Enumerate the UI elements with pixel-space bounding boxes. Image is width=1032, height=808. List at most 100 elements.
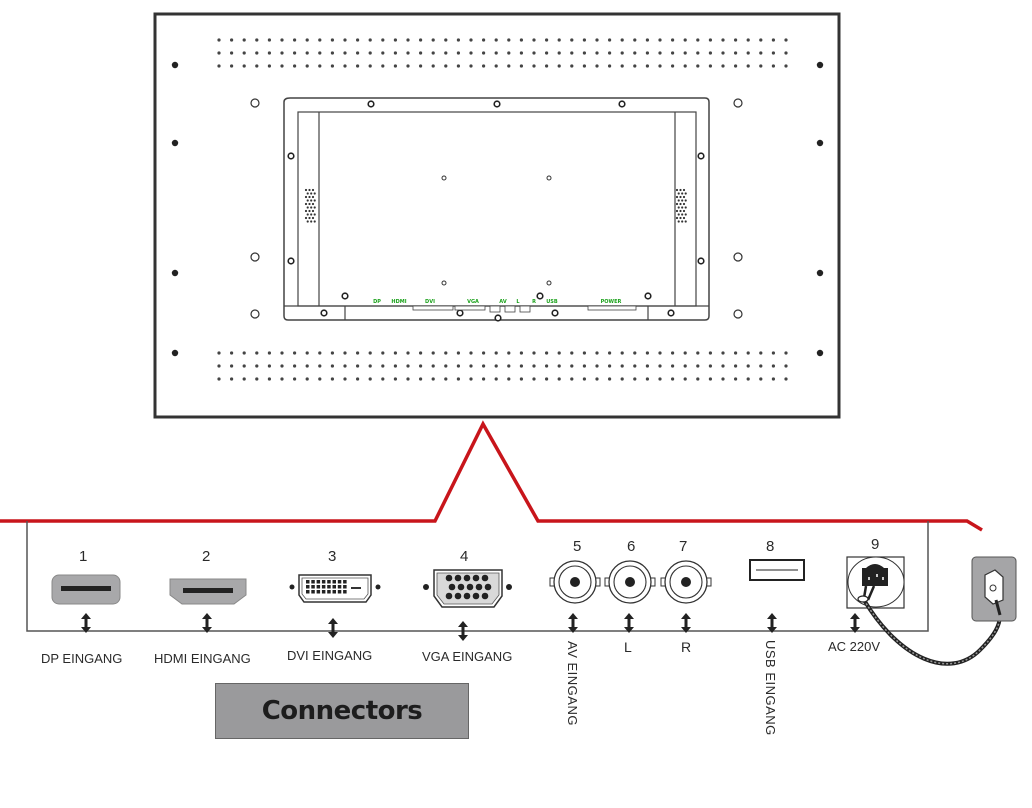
- screw: [456, 309, 464, 317]
- vent-hole: [343, 364, 347, 368]
- vent-hole: [620, 51, 624, 55]
- vent-hole: [406, 351, 410, 355]
- vent-hole: [482, 51, 486, 55]
- vent-hole: [419, 377, 423, 381]
- vent-hole: [595, 64, 599, 68]
- power-socket-icon: [846, 556, 905, 609]
- vent-hole: [633, 51, 637, 55]
- vent-hole: [280, 377, 284, 381]
- pin: [337, 590, 342, 594]
- vent-hole: [633, 364, 637, 368]
- vent-hole: [721, 377, 725, 381]
- vent-hole: [734, 351, 738, 355]
- speaker-hole: [313, 213, 316, 216]
- vent-hole: [431, 64, 435, 68]
- vent-hole: [393, 364, 397, 368]
- speaker-hole: [311, 188, 315, 192]
- vent-hole: [280, 51, 284, 55]
- vent-hole: [494, 51, 498, 55]
- pin: [343, 590, 347, 594]
- vent-hole: [771, 377, 776, 381]
- vent-hole: [343, 51, 347, 55]
- vent-hole: [545, 64, 549, 68]
- vent-hole: [532, 351, 536, 355]
- vent-hole: [494, 377, 498, 381]
- vent-hole: [456, 38, 460, 42]
- vent-hole: [507, 364, 511, 368]
- vent-hole: [507, 38, 511, 42]
- connector-label-r: R: [681, 639, 692, 655]
- speaker-hole: [311, 202, 315, 206]
- speaker-hole: [313, 220, 316, 223]
- screw: [287, 152, 295, 160]
- pin: [321, 580, 326, 584]
- vent-hole: [582, 377, 587, 381]
- speaker-hole: [677, 220, 680, 223]
- vent-hole: [419, 38, 423, 42]
- vent-hole: [368, 364, 372, 368]
- speaker-hole: [679, 209, 682, 213]
- screw: [287, 257, 295, 265]
- vent-hole: [482, 351, 486, 355]
- bnc-audio-right-icon: [660, 560, 712, 604]
- vent-hole: [658, 351, 662, 355]
- vent-hole: [419, 64, 423, 68]
- vent-hole: [620, 351, 624, 355]
- vent-hole: [469, 38, 473, 42]
- vent-hole: [230, 38, 234, 42]
- pin: [484, 583, 492, 591]
- vent-hole: [230, 64, 234, 68]
- vent-hole: [356, 38, 360, 42]
- speaker-hole: [681, 199, 684, 202]
- vent-hole: [645, 377, 650, 381]
- vent-hole: [230, 51, 234, 55]
- vent-hole: [368, 38, 372, 42]
- vent-hole: [507, 377, 511, 381]
- vent-hole: [406, 377, 410, 381]
- vent-hole: [381, 38, 385, 42]
- vent-hole: [242, 351, 246, 355]
- vent-hole: [494, 364, 498, 368]
- vent-hole: [645, 364, 650, 368]
- speaker-grille-left: [304, 188, 316, 223]
- double-arrow-icon: [681, 613, 691, 633]
- pin: [316, 580, 321, 584]
- vent-hole: [545, 364, 549, 368]
- vent-hole: [393, 51, 397, 55]
- speaker-hole: [675, 195, 679, 199]
- double-arrow-icon: [81, 613, 91, 633]
- vent-hole: [734, 364, 738, 368]
- highlight-callout-line: [0, 420, 983, 532]
- speaker-hole: [311, 216, 315, 220]
- vent-hole: [696, 377, 700, 381]
- vent-hole: [242, 364, 246, 368]
- double-arrow-icon: [624, 613, 634, 633]
- vent-hole: [557, 351, 561, 355]
- wall-outlet-icon: [971, 556, 1017, 622]
- connector-number-5: 5: [573, 538, 582, 555]
- vent-hole: [721, 51, 725, 55]
- vent-hole: [557, 38, 561, 42]
- vent-hole: [759, 64, 763, 68]
- screw: [367, 100, 375, 108]
- vent-hole: [293, 377, 297, 381]
- vent-hole: [507, 64, 511, 68]
- connector-number-1: 1: [79, 548, 88, 565]
- screw: [546, 175, 552, 181]
- vent-hole: [330, 51, 334, 55]
- vent-hole: [456, 377, 460, 381]
- mount-hole: [250, 252, 260, 262]
- vent-hole: [343, 64, 347, 68]
- vent-hole: [721, 38, 725, 42]
- double-arrow-icon: [767, 613, 777, 633]
- vent-hole: [305, 51, 309, 55]
- connector-label-dvi: DVI EINGANG: [287, 648, 373, 663]
- vent-hole: [645, 51, 650, 55]
- vent-hole: [482, 377, 486, 381]
- vent-hole: [217, 377, 221, 381]
- speaker-hole: [684, 220, 687, 223]
- vent-hole: [620, 38, 624, 42]
- vent-hole: [469, 64, 473, 68]
- double-arrow-icon: [328, 618, 338, 638]
